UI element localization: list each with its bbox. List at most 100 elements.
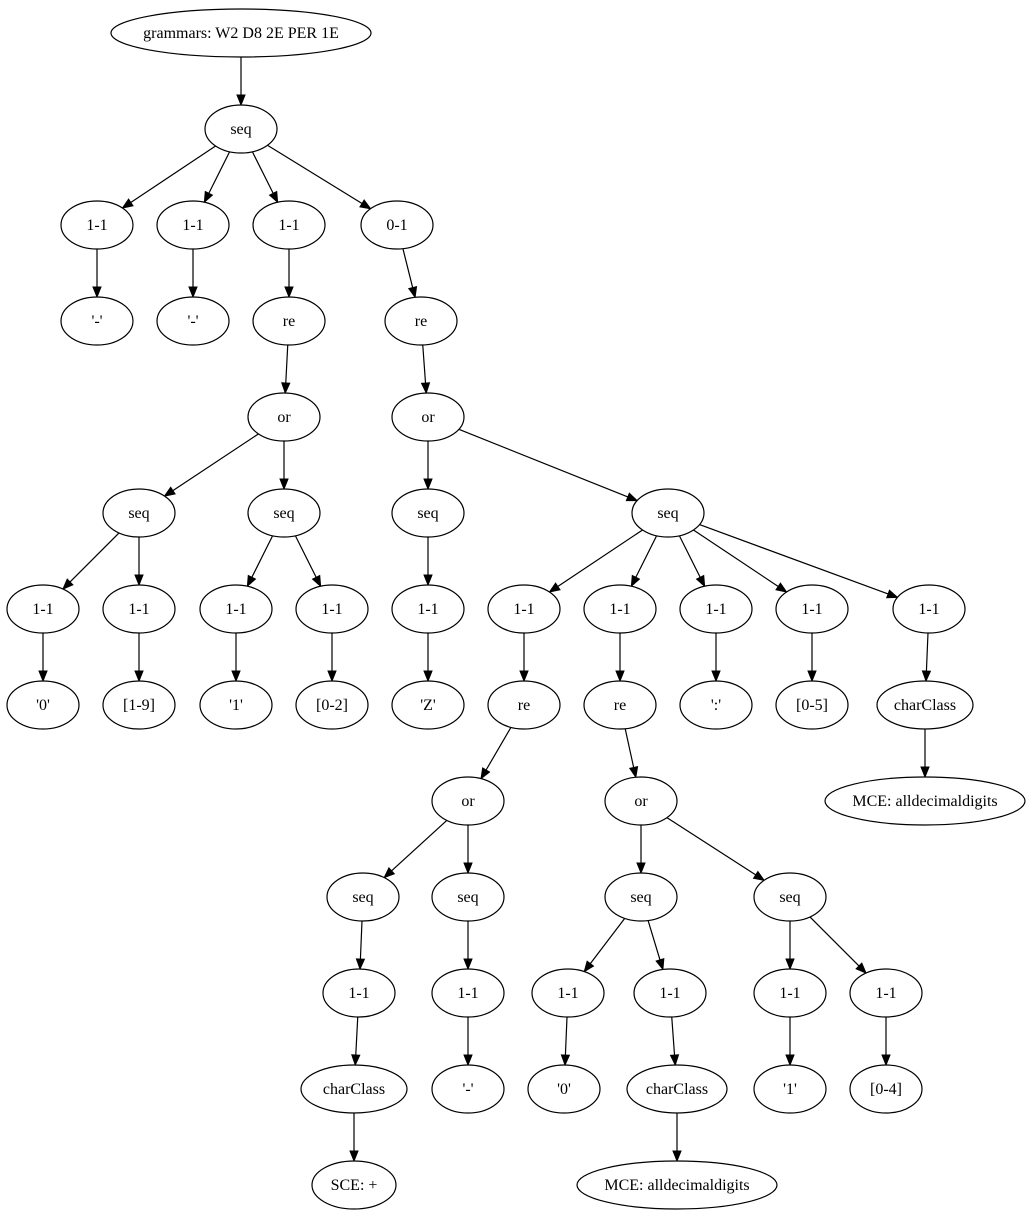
- node-ellipse: [110, 8, 372, 58]
- edge-line: [294, 535, 317, 578]
- arrowhead-icon: [881, 1054, 891, 1067]
- node-seq: seq: [326, 872, 400, 922]
- node-charclass: charClass: [626, 1064, 728, 1114]
- node-label: 1-1: [86, 217, 107, 234]
- edge-cc3-to-mce2: [672, 1113, 682, 1163]
- edge-s4-to-c4: [693, 529, 788, 593]
- node-1-1: 1-1: [60, 200, 134, 250]
- node-label: 1-1: [417, 601, 438, 618]
- arrowhead-icon: [311, 574, 322, 588]
- edge-line: [809, 916, 860, 967]
- edge-e1-to-cc2: [351, 1016, 361, 1067]
- node-ellipse: [6, 584, 80, 634]
- edge-line: [693, 529, 779, 587]
- arrowhead-icon: [583, 960, 595, 973]
- node-ellipse: [753, 1064, 827, 1114]
- node-ellipse: [252, 296, 326, 346]
- node-ellipse: [391, 392, 465, 442]
- edge-b3-to-l1: [231, 633, 241, 683]
- node-seq: seq: [631, 488, 705, 538]
- arrowhead-icon: [359, 199, 372, 210]
- edge-line: [251, 535, 274, 578]
- node-label: or: [634, 793, 648, 810]
- edge-s8-to-e6: [809, 916, 867, 974]
- node-label: 1-1: [918, 601, 939, 618]
- arrowhead-icon: [188, 286, 198, 299]
- node-ellipse: [247, 392, 321, 442]
- node-1-1: 1-1: [892, 584, 966, 634]
- edge-or1-to-s2: [279, 441, 289, 491]
- edge-s2-to-b4: [294, 535, 322, 588]
- node-0: '0': [6, 680, 80, 730]
- arrowhead-icon: [231, 670, 241, 683]
- edge-re1-to-or1: [281, 344, 291, 395]
- edge-line: [671, 1016, 676, 1056]
- edge-b1-to-l0: [38, 633, 48, 683]
- arrowhead-icon: [279, 478, 289, 491]
- node-label: 1-1: [801, 601, 822, 618]
- node-ellipse: [391, 680, 465, 730]
- node-sce: SCE: +: [311, 1160, 397, 1210]
- arrowhead-icon: [636, 862, 646, 875]
- node-label: [1-9]: [123, 697, 155, 714]
- node-seq: seq: [753, 872, 827, 922]
- edge-c3-to-lcolon: [711, 633, 721, 683]
- arrowhead-icon: [480, 767, 491, 780]
- edge-s6-to-e2: [463, 921, 473, 971]
- edge-b2-to-l19: [134, 633, 144, 683]
- node-1-1: 1-1: [322, 968, 396, 1018]
- arrowhead-icon: [785, 958, 795, 971]
- node-label: seq: [417, 505, 438, 522]
- node-label: seq: [457, 889, 478, 906]
- node-ellipse: [633, 968, 707, 1018]
- node-ellipse: [753, 872, 827, 922]
- node-1-1: 1-1: [583, 584, 657, 634]
- node-label: MCE: alldecimaldigits: [604, 1177, 749, 1194]
- node-1-1: 1-1: [102, 584, 176, 634]
- edge-c5-to-cc1: [921, 632, 932, 683]
- node-ellipse: [300, 1064, 408, 1114]
- node-label: 1-1: [705, 601, 726, 618]
- edge-a1-to-d1: [92, 249, 102, 299]
- node-label: MCE: alldecimaldigits: [852, 793, 997, 810]
- node-ellipse: [431, 1064, 505, 1114]
- node-label: 1-1: [875, 985, 896, 1002]
- edge-or3-to-s5: [383, 819, 448, 879]
- arrowhead-icon: [349, 1150, 359, 1163]
- node-1-9: [1-9]: [102, 680, 176, 730]
- node-literal: ':': [679, 680, 753, 730]
- node-label: '-': [91, 313, 102, 330]
- node-0: '0': [527, 1064, 601, 1114]
- arrowhead-icon: [246, 574, 257, 588]
- node-1-1: 1-1: [295, 584, 369, 634]
- edge-c2-to-re4: [615, 633, 625, 683]
- node-label: charClass: [894, 697, 956, 714]
- edge-s0-to-a3: [251, 151, 279, 204]
- edge-e6-to-l04: [881, 1017, 891, 1067]
- node-0-2: [0-2]: [295, 680, 369, 730]
- arrowhead-icon: [463, 1054, 473, 1067]
- arrowhead-icon: [281, 382, 291, 395]
- edge-s0-to-a2: [203, 151, 231, 204]
- edge-s7-to-e3: [583, 918, 626, 973]
- node-label: '-': [462, 1081, 473, 1098]
- arrowhead-icon: [236, 94, 246, 107]
- edge-line: [172, 433, 259, 492]
- arrowhead-icon: [92, 286, 102, 299]
- node-ellipse: [6, 680, 80, 730]
- node-label: 1-1: [321, 601, 342, 618]
- arrowhead-icon: [463, 862, 473, 875]
- node-ellipse: [679, 584, 753, 634]
- edge-line: [564, 1016, 568, 1056]
- node-ellipse: [527, 1064, 601, 1114]
- node-1-1: 1-1: [199, 584, 273, 634]
- edge-b4-to-l02: [327, 633, 337, 683]
- node-ellipse: [849, 968, 923, 1018]
- node-ellipse: [631, 488, 705, 538]
- node-label: 1-1: [659, 985, 680, 1002]
- node-label: 1-1: [348, 985, 369, 1002]
- edge-line: [647, 920, 661, 961]
- arrowhead-icon: [630, 574, 641, 588]
- node-ellipse: [583, 584, 657, 634]
- edge-line: [391, 819, 448, 872]
